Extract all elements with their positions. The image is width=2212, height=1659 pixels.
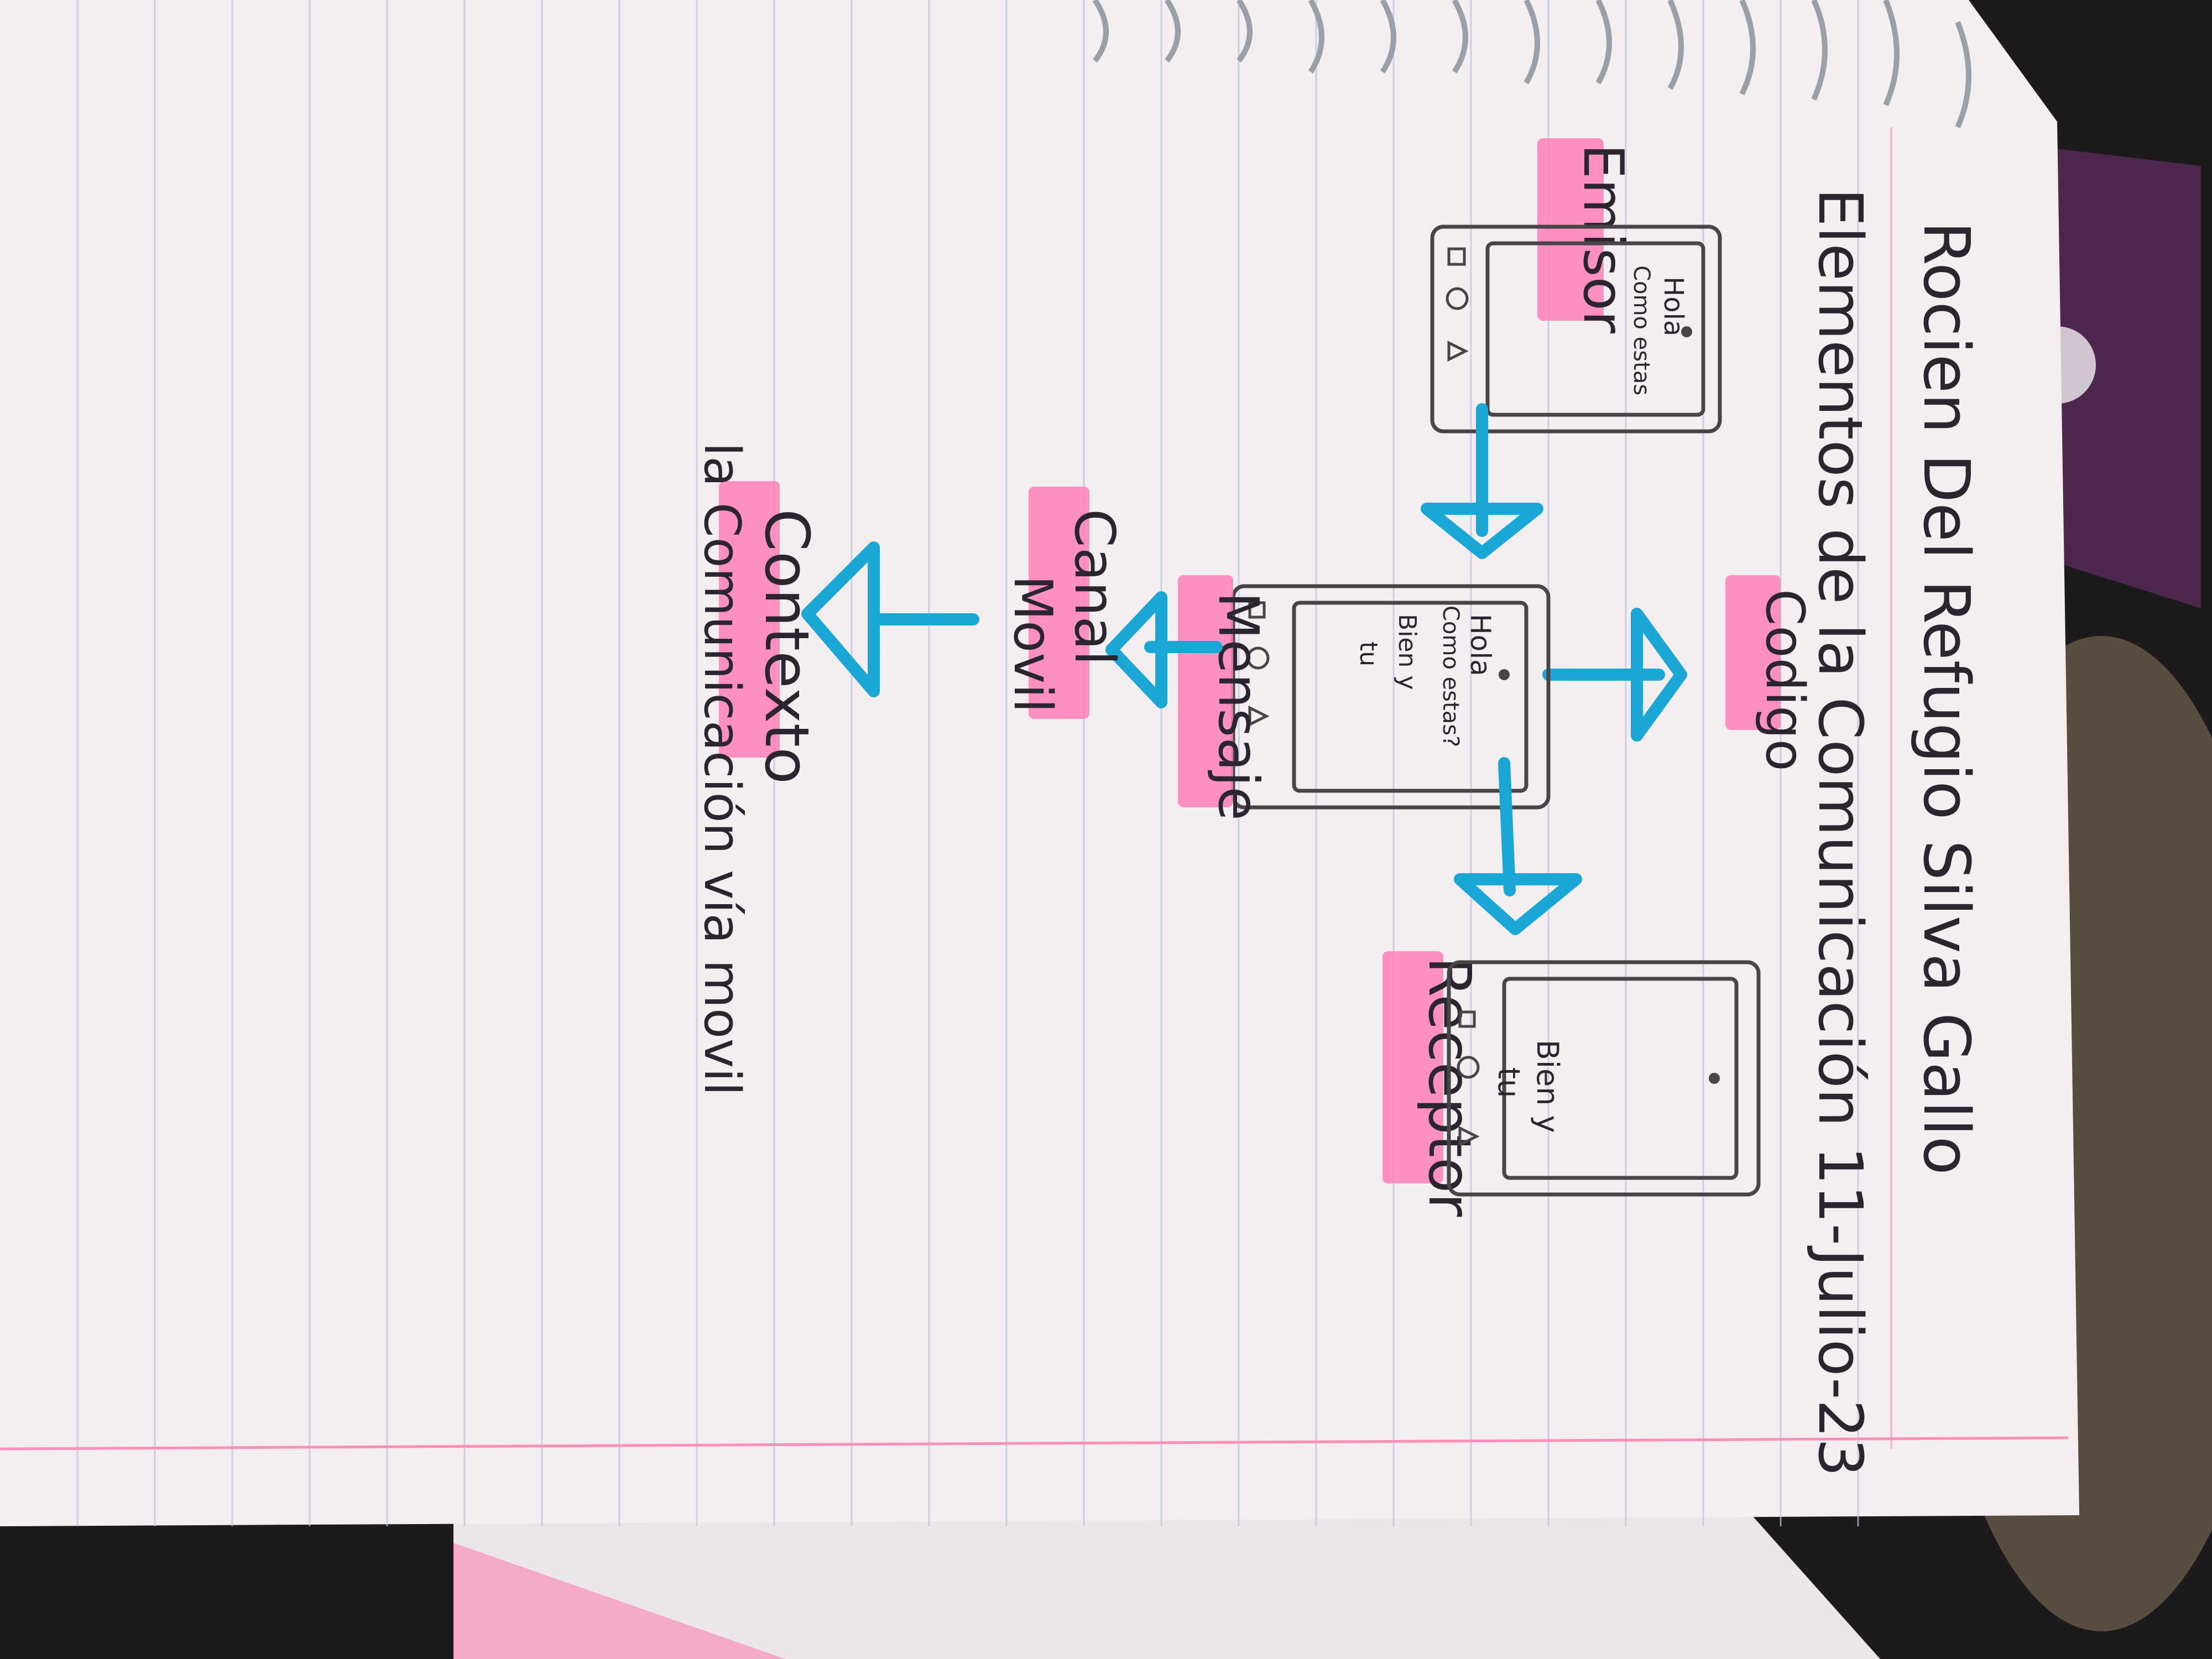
canal-detail: Movil xyxy=(1002,575,1063,713)
receptor-screen-line-2: tu xyxy=(1491,1067,1526,1098)
second-notebook-edge xyxy=(453,1543,785,1659)
mensaje-screen-line-2: Como estas? xyxy=(1438,606,1463,747)
mensaje-screen-line-4: tu xyxy=(1354,641,1383,666)
receptor-highlight xyxy=(1383,951,1443,1183)
contexto-label: Contexto xyxy=(752,509,822,784)
contexto-detail: la Comunicación vía movil xyxy=(693,442,751,1095)
arrow-mensaje-receptor xyxy=(1454,757,1582,935)
title-line: Elementos de la Comunicación 11-Julio-23 xyxy=(1805,188,1876,1477)
codigo-highlight xyxy=(1725,575,1781,730)
codigo-label: Codigo xyxy=(1754,589,1815,771)
emisor-screen-line-2: Como estas xyxy=(1629,265,1654,395)
emisor-phone xyxy=(1430,225,1722,434)
mensaje-screen-line-1: Hola xyxy=(1464,614,1496,676)
receptor-phone xyxy=(1447,960,1761,1197)
emisor-screen-line-1: Hola xyxy=(1658,276,1689,336)
arrow-canal-contexto xyxy=(801,541,979,697)
emisor-highlight xyxy=(1537,138,1604,321)
notebook-page xyxy=(0,0,2079,1526)
ruled-lines xyxy=(76,0,1859,1526)
receptor-screen-line-1: Bien y xyxy=(1530,1040,1565,1133)
contexto-highlight xyxy=(719,481,780,758)
emisor-label: Emisor xyxy=(1571,144,1636,334)
margin-line-bottom xyxy=(0,1436,2069,1451)
spiral-binding xyxy=(1092,0,1971,129)
canal-highlight xyxy=(1029,487,1089,719)
arrow-emisor-mensaje xyxy=(1421,403,1543,559)
arrow-mensaje-codigo xyxy=(1542,608,1687,742)
author-line: Rocien Del Refugio Silva Gallo xyxy=(1909,221,1983,1175)
mensaje-label: Mensaje xyxy=(1206,592,1271,821)
mensaje-screen-line-3: Bien y xyxy=(1393,614,1421,690)
arrow-mensaje-canal xyxy=(1105,591,1223,708)
canal-label: Canal xyxy=(1062,509,1127,666)
mensaje-highlight xyxy=(1178,575,1233,807)
